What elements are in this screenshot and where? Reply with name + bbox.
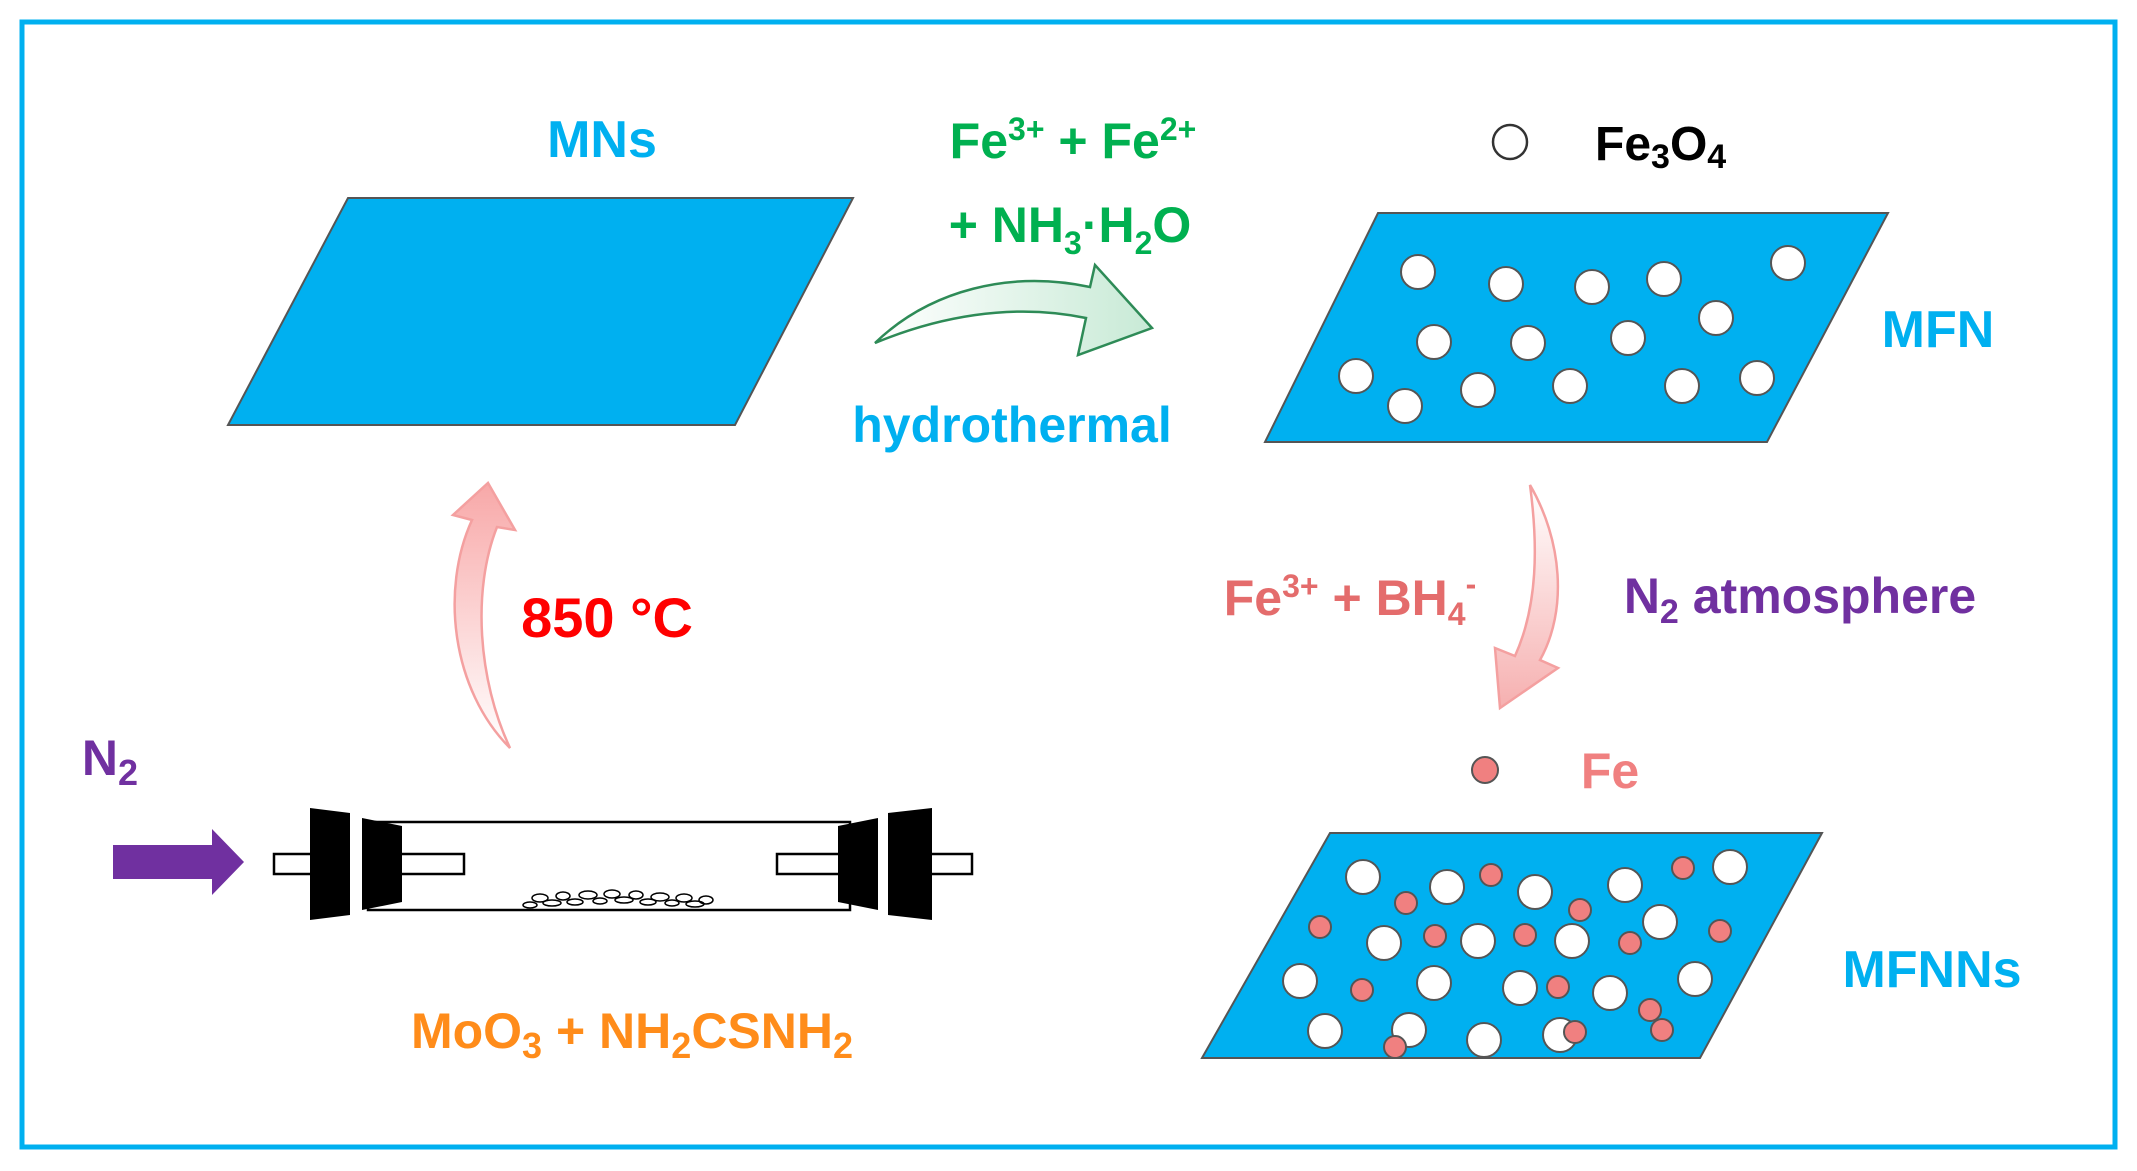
fe3o4-particle [1345, 859, 1381, 895]
atmosphere-label: N2 atmosphere [1624, 568, 1976, 631]
fe3o4-particle [1416, 965, 1452, 1001]
fe3o4-particle [1677, 961, 1713, 997]
fe-particle [1671, 856, 1695, 880]
hydrothermal-label: hydrothermal [852, 397, 1172, 453]
fe3o4-particle [1282, 963, 1318, 999]
fe3o4-particle [1610, 320, 1646, 356]
left-inner-pipe [398, 852, 466, 876]
heating-arrow [450, 481, 518, 749]
fe-particle [1618, 931, 1642, 955]
fe3o4-particle [1712, 849, 1748, 885]
mfn-particles [1338, 245, 1806, 424]
mns-label: MNs [547, 111, 657, 169]
fe3o4-particle [1460, 923, 1496, 959]
powder-grain [592, 897, 608, 905]
fe3o4-particle [1429, 869, 1465, 905]
powder-grain [603, 889, 621, 899]
powder-grain [566, 898, 584, 906]
fe-particle [1568, 898, 1592, 922]
fe3o4-particle [1400, 254, 1436, 290]
fe-particle [1513, 923, 1537, 947]
fe-particle [1650, 1018, 1674, 1042]
fe-legend-particle [1471, 756, 1499, 784]
right-stopper [838, 818, 878, 910]
reduction-arrow [1493, 484, 1561, 711]
step1-reagents-line2: + NH3·H2O [949, 197, 1192, 261]
fe3o4-particle [1488, 266, 1524, 302]
fe-particle [1423, 924, 1447, 948]
powder-grain [698, 895, 714, 905]
mns-sheet [226, 197, 855, 426]
fe3o4-particle [1739, 360, 1775, 396]
fe3o4-particle [1460, 372, 1496, 408]
fe3o4-particle [1574, 269, 1610, 305]
powder-grain [531, 893, 549, 903]
fe3o4-particle [1770, 245, 1806, 281]
right-end-cap [888, 808, 932, 920]
fe3o4-particle [1698, 300, 1734, 336]
left-inlet-pipe [272, 852, 318, 876]
fe-particle [1563, 1020, 1587, 1044]
powder-grain [675, 893, 693, 903]
reduction-reagents-label: Fe3+ + BH4- [1224, 566, 1477, 632]
left-end-cap [310, 808, 350, 920]
powder-grain [578, 890, 598, 900]
fe3o4-particle [1646, 261, 1682, 297]
hydrothermal-arrow [874, 262, 1155, 357]
fe-particle [1546, 975, 1570, 999]
powder-grain [555, 891, 571, 901]
fe-particle [1308, 915, 1332, 939]
powder-grain [664, 899, 680, 907]
n2-flow-arrow [113, 829, 244, 895]
precursors-label: MoO3 + NH2CSNH2 [411, 1003, 853, 1066]
fe-particle [1394, 891, 1418, 915]
fe3o4-particle [1307, 1013, 1343, 1049]
right-outlet-pipe [928, 852, 974, 876]
diagram-frame [19, 19, 2118, 1150]
powder-grain [522, 901, 538, 909]
fe-legend-label: Fe [1581, 743, 1639, 799]
step1-reagents-line1: Fe3+ + Fe2+ [950, 111, 1197, 169]
fe3o4-particle [1554, 923, 1590, 959]
powder-grain [614, 896, 634, 904]
temperature-label: 850 °C [521, 586, 693, 649]
fe3o4-particle [1592, 975, 1628, 1011]
fe3o4-particle [1366, 925, 1402, 961]
fe3o4-particle [1642, 904, 1678, 940]
left-stopper [362, 818, 402, 910]
powder-grain [650, 892, 670, 902]
fe3o4-particle [1517, 874, 1553, 910]
fe3o4-legend-label: Fe3O4 [1595, 118, 1726, 176]
fe3o4-legend-particle [1491, 123, 1529, 161]
fe-particle [1350, 978, 1374, 1002]
powder-grain [639, 898, 657, 906]
fe3o4-particle [1387, 388, 1423, 424]
fe3o4-particle [1416, 324, 1452, 360]
mfn-label: MFN [1882, 301, 1995, 359]
tube-furnace [272, 808, 974, 920]
fe3o4-particle [1502, 970, 1538, 1006]
right-inner-pipe [775, 852, 843, 876]
fe-particle [1708, 919, 1732, 943]
sample-powder [522, 889, 714, 909]
fe3o4-particle [1466, 1022, 1502, 1058]
fe3o4-particle [1338, 358, 1374, 394]
n2-label: N2 [82, 730, 138, 793]
mfnns-label: MFNNs [1842, 941, 2021, 999]
fe3o4-particle [1510, 325, 1546, 361]
fe-particle [1383, 1035, 1407, 1059]
fe-particle [1638, 998, 1662, 1022]
powder-grain [542, 899, 562, 907]
powder-grain [628, 890, 644, 900]
fe3o4-particle [1552, 368, 1588, 404]
fe-particle [1479, 863, 1503, 887]
fe3o4-particle [1607, 867, 1643, 903]
mfnns-particles [1282, 849, 1748, 1059]
fe3o4-particle [1664, 368, 1700, 404]
